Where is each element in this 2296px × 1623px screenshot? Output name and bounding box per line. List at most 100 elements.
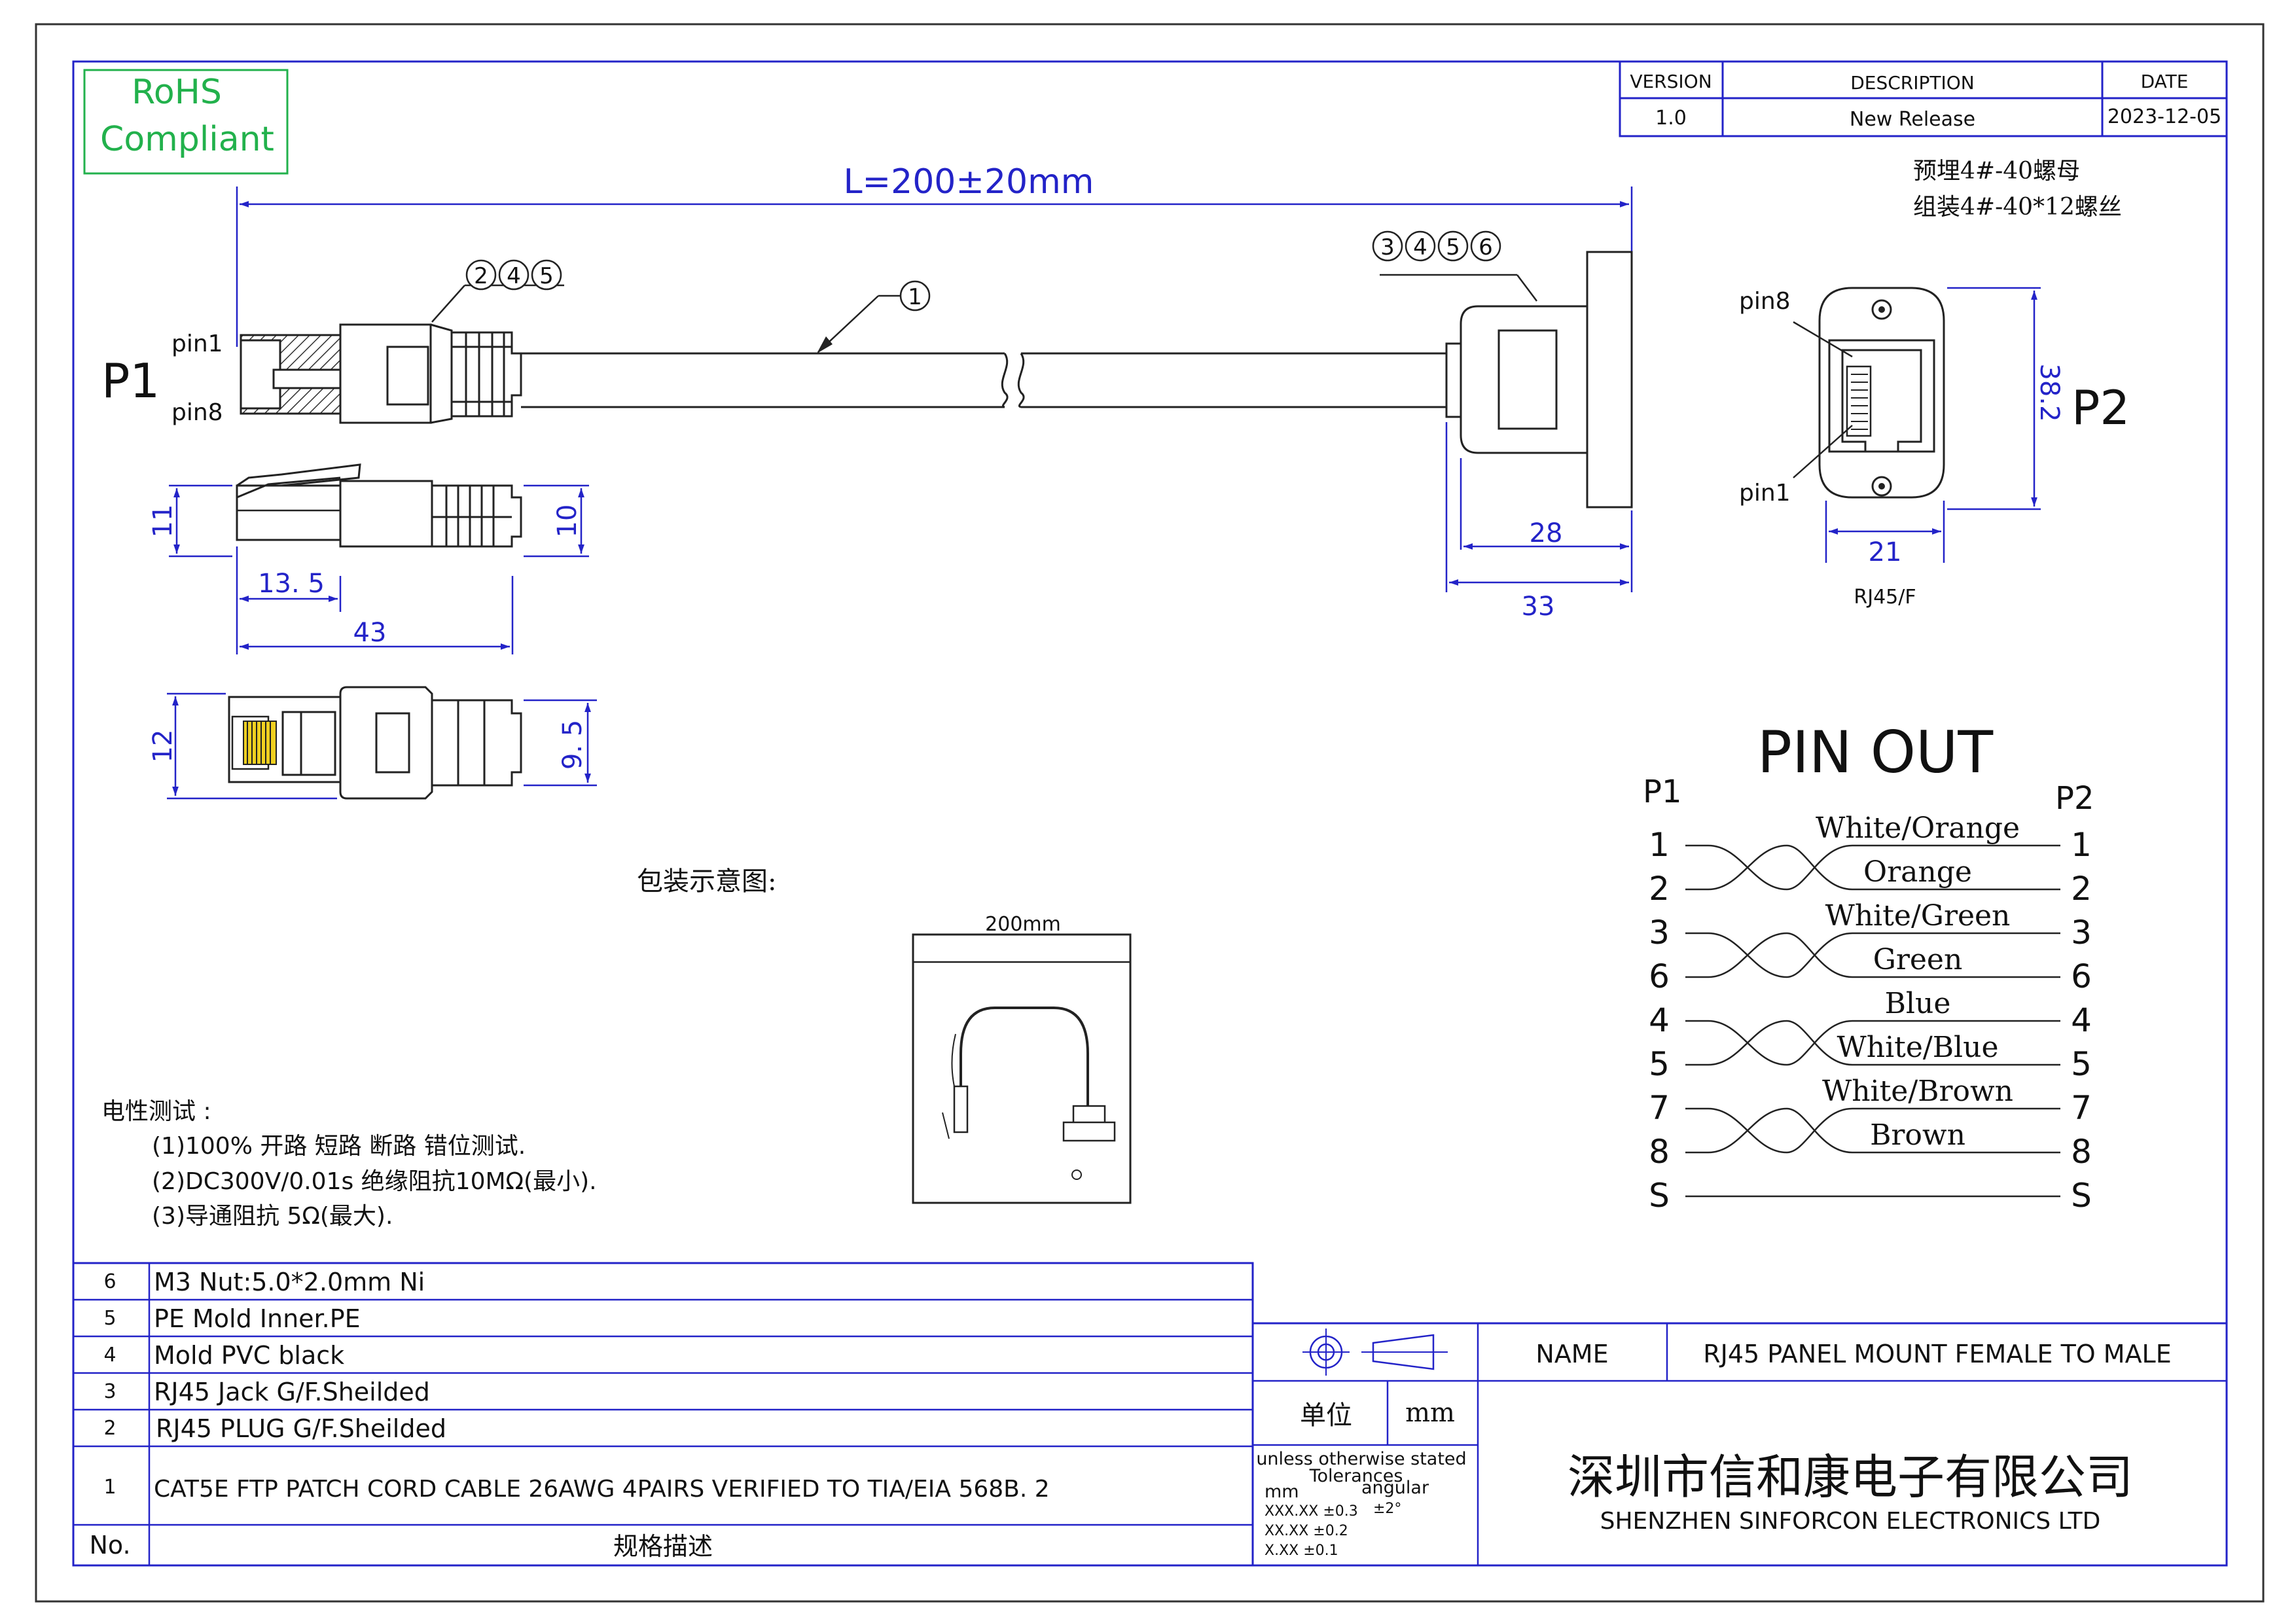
pinout-color-7: Brown (1870, 1118, 1965, 1152)
rev-version: 1.0 (1655, 107, 1687, 130)
dim-21: 21 (1869, 537, 1902, 567)
bom-desc-4: Mold PVC black (154, 1341, 344, 1370)
dim-10: 10 (552, 505, 583, 538)
pinout-color-0: White/Orange (1816, 812, 2020, 845)
rev-header-version: VERSION (1630, 71, 1712, 92)
callout-6: 6 (1479, 234, 1493, 260)
tol-title-2: Tolerances (1309, 1466, 1403, 1486)
p1-plug-top: 12 9. 5 (148, 686, 597, 800)
pinout-p1-pin-0: 1 (1649, 826, 1670, 864)
pinout-p1-pin-3: 6 (1649, 957, 1670, 995)
p2-pin1: pin1 (1739, 480, 1791, 507)
pinout-p2: P2 (2055, 780, 2094, 817)
pinout-p2-pin-6: 7 (2071, 1089, 2092, 1127)
tol-col-mm: mm (1265, 1482, 1299, 1502)
pinout-wire-6 (1685, 1107, 2060, 1154)
callout-4: 4 (507, 263, 521, 289)
pinout-p1-pin-6: 7 (1649, 1089, 1670, 1127)
pinout-color-1: Orange (1863, 855, 1972, 889)
p2-label: P2 (2072, 380, 2130, 435)
rev-date: 2023-12-05 (2108, 105, 2221, 128)
p1-pin8: pin8 (171, 399, 223, 426)
callout-3: 3 (1380, 234, 1395, 260)
etest-item-2: (2)DC300V/0.01s 绝缘阻抗10MΩ(最小). (152, 1168, 597, 1195)
bom-no-3: 3 (103, 1380, 116, 1403)
cable: 1 (521, 280, 1446, 408)
unit-value: mm (1405, 1398, 1455, 1428)
pinout-p1-pin-4: 4 (1649, 1001, 1670, 1039)
p1-pin1: pin1 (171, 330, 223, 357)
pinout-p2-pin-7: 8 (2071, 1133, 2092, 1171)
bom-no-6: 6 (103, 1270, 116, 1293)
tol-row-1: XXX.XX ±0.3 (1265, 1503, 1358, 1520)
company-en: SHENZHEN SINFORCON ELECTRONICS LTD (1600, 1508, 2101, 1535)
p2-dimensions: 28 33 (1445, 422, 1633, 622)
pinout-p1-pin-2: 3 (1649, 914, 1670, 952)
tol-row-1-angular: ±2° (1373, 1501, 1401, 1517)
rohs-line2: Compliant (100, 120, 274, 159)
p2-caption: RJ45/F (1854, 586, 1916, 609)
bom-no-4: 4 (103, 1344, 116, 1366)
rev-description: New Release (1850, 108, 1975, 131)
dim-13-5: 13. 5 (258, 569, 325, 599)
pinout-p1-pin-1: 2 (1649, 870, 1670, 908)
bom-no-1: 1 (103, 1476, 116, 1499)
packaging-title: 包装示意图: (637, 866, 776, 897)
p2-note-1: 预埋4#-40螺母 (1913, 158, 2080, 185)
unit-label: 单位 (1300, 1400, 1352, 1431)
bom-desc-2: RJ45 PLUG G/F.Sheilded (156, 1414, 446, 1443)
dim-11: 11 (148, 505, 178, 538)
bom-table: 6 M3 Nut:5.0*2.0mm Ni 5 PE Mold Inner.PE… (72, 1262, 1254, 1567)
bom-desc-1: CAT5E FTP PATCH CORD CABLE 26AWG 4PAIRS … (154, 1476, 1050, 1503)
length-label: L=200±20mm (844, 162, 1094, 202)
pinout-p1-pin-8: S (1649, 1177, 1670, 1215)
callout-5b: 5 (1446, 234, 1460, 260)
etest-item-1: (1)100% 开路 短路 断路 错位测试. (152, 1133, 526, 1160)
p2-jack-side: 3 4 5 6 (1372, 230, 1633, 508)
etest-title: 电性测试 : (101, 1098, 211, 1125)
pinout-p2-pin-8: S (2071, 1177, 2092, 1215)
rohs-badge: RoHS Compliant (83, 69, 289, 175)
pinout-wire-2 (1685, 932, 2060, 978)
pinout-wire-3 (1685, 932, 2060, 978)
length-dimension: L=200±20mm (236, 162, 1633, 347)
p1-callout: 2 4 5 (431, 259, 564, 323)
bom-footer-no: No. (89, 1531, 130, 1560)
tol-row-2: XX.XX ±0.2 (1265, 1523, 1348, 1539)
pinout-p2-pin-2: 3 (2071, 914, 2092, 952)
pinout-color-2: White/Green (1825, 899, 2011, 933)
bom-desc-5: PE Mold Inner.PE (154, 1304, 361, 1333)
rev-header-description: DESCRIPTION (1850, 72, 1975, 94)
pinout-wire-5 (1685, 1020, 2060, 1066)
dim-33: 33 (1522, 592, 1555, 622)
bom-footer-desc: 规格描述 (613, 1532, 713, 1561)
pinout-p2-pin-1: 2 (2071, 870, 2092, 908)
pinout-p1-pin-5: 5 (1649, 1045, 1670, 1083)
bom-no-5: 5 (103, 1307, 116, 1330)
p2-pin8: pin8 (1739, 288, 1791, 315)
packaging-diagram: 包装示意图: 200mm (637, 866, 1132, 1204)
rohs-line1: RoHS (132, 73, 222, 112)
callout-1: 1 (908, 284, 922, 310)
p1-plug-side: P1 pin1 pin8 (101, 323, 522, 426)
projection-symbol (1302, 1329, 1448, 1376)
company-cn: 深圳市信和康电子有限公司 (1568, 1450, 2133, 1505)
electrical-test: 电性测试 : (1)100% 开路 短路 断路 错位测试. (2)DC300V/… (101, 1098, 597, 1230)
bom-no-2: 2 (103, 1417, 116, 1440)
p1-plug-profile: 11 10 13. 5 43 (148, 463, 589, 654)
pinout-color-5: White/Blue (1837, 1031, 1999, 1064)
pinout-color-6: White/Brown (1822, 1075, 2013, 1108)
pinout-p1: P1 (1643, 774, 1681, 810)
dim-12: 12 (148, 730, 178, 763)
rev-header-date: DATE (2141, 71, 2189, 92)
pinout-p2-pin-4: 4 (2071, 1001, 2092, 1039)
dim-38-2: 38.2 (2034, 363, 2064, 421)
pinout-color-4: Blue (1885, 987, 1951, 1020)
dim-28: 28 (1530, 518, 1563, 548)
bom-desc-3: RJ45 Jack G/F.Sheilded (154, 1378, 430, 1406)
packaging-width: 200mm (985, 913, 1061, 936)
pinout-wire-7 (1685, 1107, 2060, 1154)
title-block: NAME RJ45 PANEL MOUNT FEMALE TO MALE 单位 … (1251, 1322, 2228, 1567)
